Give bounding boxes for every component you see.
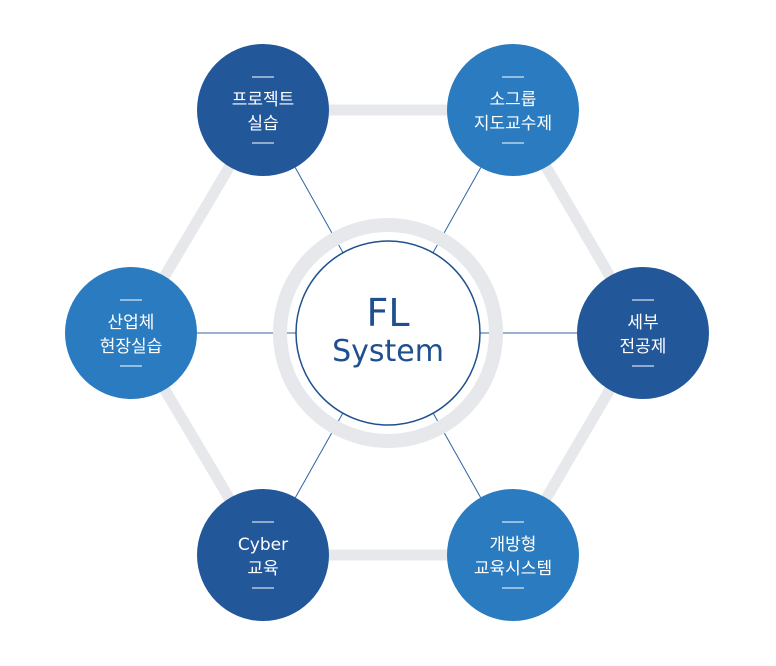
node-label-line: 소그룹 [490, 90, 537, 110]
node-label-line: 전공제 [620, 337, 667, 357]
center-title: FL [366, 291, 409, 335]
node-circle [447, 44, 579, 176]
node-circle [65, 267, 197, 399]
node-circle [197, 489, 329, 621]
center-hub: FL System [273, 218, 503, 448]
node-circle [447, 489, 579, 621]
node-label-line: Cyber [238, 535, 288, 555]
center-ring [273, 218, 503, 448]
node-label-line: 세부 [627, 313, 658, 333]
node-label-line: 지도교수제 [474, 114, 552, 134]
center-circle [295, 240, 481, 426]
node-circle [197, 44, 329, 176]
node-label-line: 산업체 [108, 313, 155, 333]
node-label-line: 교육시스템 [474, 559, 552, 579]
node-circle [577, 267, 709, 399]
node-label-line: 개방형 [490, 535, 537, 555]
node-label-line: 프로젝트 [232, 90, 295, 110]
node-cyber: Cyber 교육 [197, 489, 329, 621]
node-label-line: 교육 [247, 559, 278, 579]
node-label-line: 실습 [247, 114, 278, 134]
center-subtitle: System [332, 334, 444, 369]
node-label-line: 현장실습 [100, 337, 163, 357]
